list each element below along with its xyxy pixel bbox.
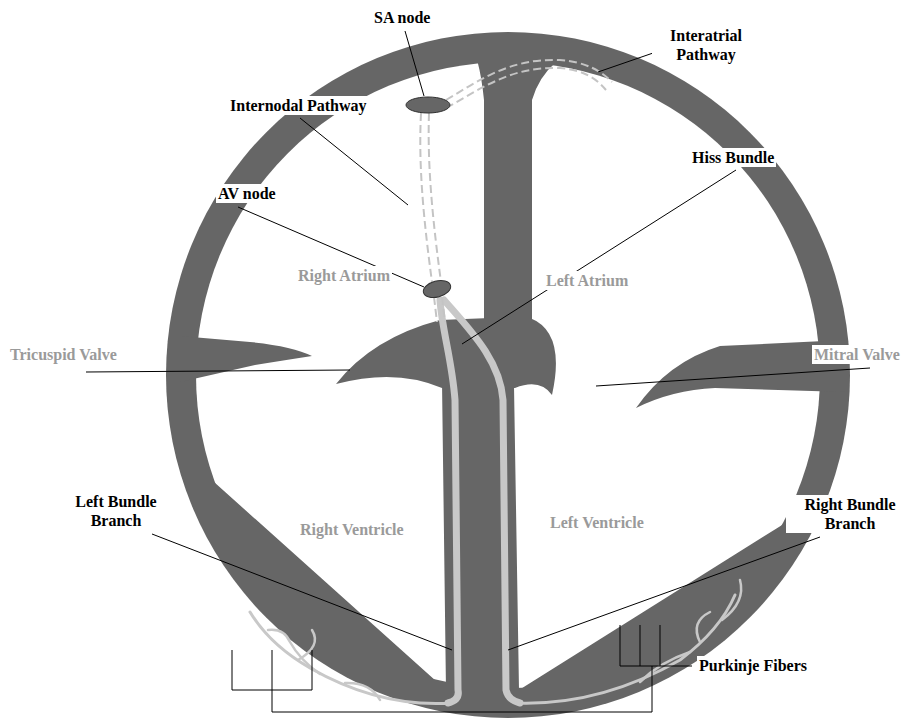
part-label: Hiss Bundle: [690, 148, 776, 167]
purkinje-bracket: [232, 625, 692, 712]
purkinje-fiber: [697, 612, 710, 642]
internodal-pathway: [434, 297, 437, 322]
part-label: Right Bundle Branch: [786, 495, 914, 533]
internodal-pathway: [442, 297, 445, 322]
purkinje-fiber: [345, 683, 380, 700]
leader-lines: [86, 31, 870, 650]
part-label: Right Atrium: [296, 266, 392, 285]
left-chambers: [514, 40, 880, 690]
bracket-line: [620, 625, 692, 666]
part-label: Purkinje Fibers: [697, 656, 809, 675]
leader-line: [462, 170, 736, 344]
heart-chambers: [150, 40, 880, 690]
part-label: Tricuspid Valve: [8, 345, 119, 364]
interatrial-pathway: [446, 68, 606, 108]
leader-line: [405, 31, 424, 96]
internodal-pathway: [429, 113, 441, 282]
bracket-line: [232, 650, 652, 712]
part-label: Internodal Pathway: [228, 96, 368, 115]
part-label: Right Ventricle: [298, 520, 406, 539]
part-label: SA node: [372, 8, 432, 27]
part-label: Mitral Valve: [812, 345, 902, 364]
leader-line: [508, 537, 820, 650]
purkinje-fiber: [516, 595, 735, 703]
sa-node: [406, 97, 450, 113]
tricuspid-flap: [180, 336, 312, 382]
purkinje-fiber: [722, 580, 741, 620]
leader-line: [152, 534, 452, 650]
right-bundle: [444, 300, 520, 703]
leader-line: [598, 52, 656, 72]
part-label: Left Atrium: [544, 271, 630, 290]
part-label: Left Bundle Branch: [58, 492, 174, 530]
leader-line: [86, 370, 350, 372]
left-bundle: [440, 300, 458, 703]
av-node: [421, 278, 452, 301]
his-purkinje-system: [250, 300, 741, 704]
leader-line: [238, 207, 424, 287]
leader-line: [300, 118, 408, 205]
part-label: AV node: [216, 184, 278, 203]
part-label: Interatrial Pathway: [652, 26, 760, 64]
leader-line: [596, 368, 870, 386]
purkinje-fiber: [640, 652, 690, 682]
part-label: Left Ventricle: [548, 513, 646, 532]
internodal-pathway: [420, 113, 432, 282]
